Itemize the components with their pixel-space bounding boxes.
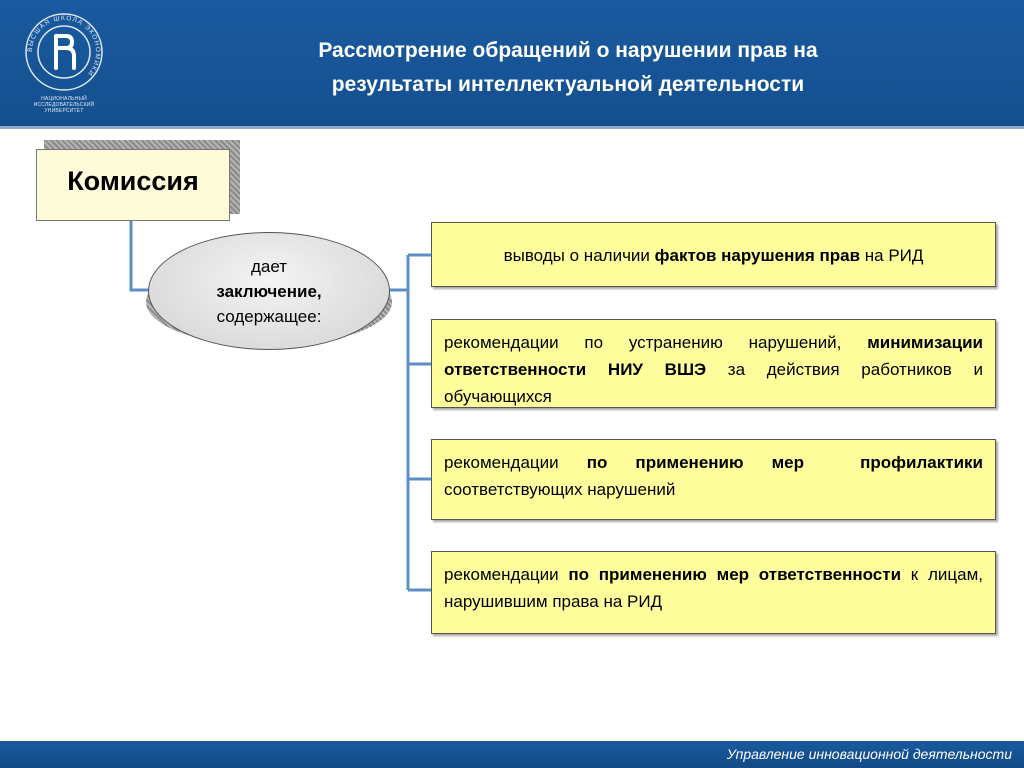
box3-text-post: соответствующих нарушений <box>444 480 676 499</box>
box1-text-pre: выводы о наличии <box>503 246 655 265</box>
logo-caption: НАЦИОНАЛЬНЫЙ ИССЛЕДОВАТЕЛЬСКИЙ УНИВЕРСИТ… <box>14 96 114 114</box>
box2-text-post: за действия работников и обучающихся <box>444 360 983 406</box>
box3-text-pre: рекомендации <box>444 453 587 472</box>
ellipse-line2: заключение, <box>216 281 322 301</box>
ellipse-line3: содержащее: <box>216 306 322 326</box>
header-bar: ВЫСШАЯ ШКОЛА ЭКОНОМИКИ НАЦИОНАЛЬНЫЙ ИССЛ… <box>0 0 1024 129</box>
logo-caption-line1: НАЦИОНАЛЬНЫЙ ИССЛЕДОВАТЕЛЬСКИЙ <box>33 96 95 108</box>
box3-text-bold: по применению мер профилактики <box>586 453 983 472</box>
hse-logo: ВЫСШАЯ ШКОЛА ЭКОНОМИКИ НАЦИОНАЛЬНЫЙ ИССЛ… <box>14 10 114 120</box>
commission-to-ellipse-connector <box>129 221 150 292</box>
box4-text-bold: по применению мер ответственности <box>568 565 902 584</box>
logo-caption-line2: УНИВЕРСИТЕТ <box>44 108 84 114</box>
footer-bar: Управление инновационной деятельности <box>0 741 1024 768</box>
box4-text-pre: рекомендации <box>444 565 569 584</box>
title-line1: Рассмотрение обращений о нарушении прав … <box>318 39 818 62</box>
conclusion-box-2: рекомендации по устранению нарушений, ми… <box>431 319 996 408</box>
conclusion-box-3: рекомендации по применению мер профилакт… <box>431 439 996 520</box>
conclusion-box-4: рекомендации по применению мер ответстве… <box>431 551 996 634</box>
box2-text-pre: рекомендации по устранению нарушений, <box>444 333 868 352</box>
ellipse-line1: дает <box>250 256 288 276</box>
page-title: Рассмотрение обращений о нарушении прав … <box>150 34 986 102</box>
commission-box: Комиссия <box>36 149 230 221</box>
conclusion-box-1: выводы о наличии фактов нарушения прав н… <box>431 222 996 287</box>
hse-logo-icon: ВЫСШАЯ ШКОЛА ЭКОНОМИКИ <box>25 13 103 91</box>
conclusion-ellipse: дает заключение, содержащее: <box>148 232 390 350</box>
footer-text: Управление инновационной деятельности <box>726 746 1012 762</box>
box1-text-post: на РИД <box>860 246 924 265</box>
box2-text-bold: минимизации ответственности НИУ ВШЭ <box>444 333 983 379</box>
box4-text-post: к лицам, нарушившим права на РИД <box>444 565 983 611</box>
box1-text-bold: фактов нарушения прав <box>654 246 861 265</box>
title-line2: результаты интеллектуальной деятельности <box>331 73 805 96</box>
